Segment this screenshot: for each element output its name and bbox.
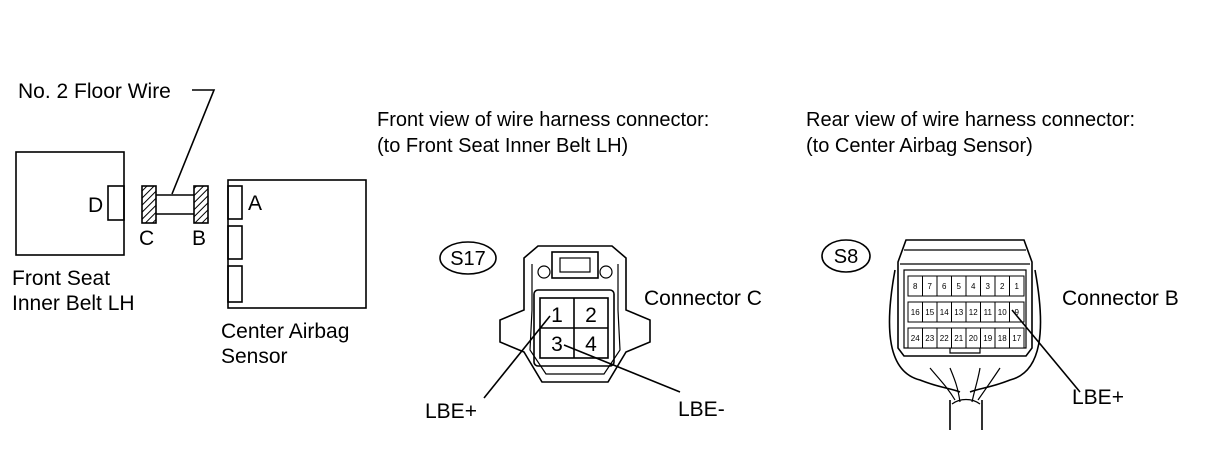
badge-s17-text: S17 [450,248,486,270]
label-a: A [248,192,262,215]
connector-c [141,185,157,224]
rear-pin-cell [1009,301,1025,323]
rear-pin-4: 4 [971,282,976,291]
lbe-plus-leader [483,315,551,399]
label-c: C [139,227,154,250]
rear-pin-5: 5 [957,282,962,291]
left-diagram: No. 2 Floor Wire D Front Seat Inner Belt… [12,80,367,368]
bundle-tail-cap [951,398,981,405]
rear-pin-7: 7 [928,282,933,291]
label-d: D [88,194,103,217]
rear-pin-9: 9 [1015,308,1020,317]
rear-pin-23: 23 [925,334,934,343]
front-seat-label-1: Front Seat [12,267,110,290]
bundle-wire-1 [929,367,956,401]
rear-pin-11: 11 [984,308,993,317]
rear-pin-17: 17 [1012,334,1021,343]
front-lbe-plus: LBE+ [425,400,477,423]
connector-c-lock-left [537,265,551,279]
connector-a-slot-1 [227,185,243,220]
rear-pin-14: 14 [940,308,949,317]
pin-2: 2 [585,304,597,327]
rear-pin-20: 20 [969,334,978,343]
badge-s8-text: S8 [834,246,858,268]
connector-a-slot-3 [227,265,243,303]
rear-pin-13: 13 [954,308,963,317]
floor-wire-leader [171,89,216,195]
connector-b-key [949,348,981,354]
rear-pin-19: 19 [983,334,992,343]
center-airbag-label-1: Center Airbag [221,320,349,343]
connector-c-latch-inner [559,257,591,273]
connector-c-lock-right [599,265,613,279]
connector-c-label: Connector C [644,287,762,310]
badge-s17 [439,241,497,275]
pin-3: 3 [551,333,563,356]
connector-a-slot-2 [227,225,243,260]
rear-pin-cell [1009,275,1025,297]
rear-pin-22: 22 [940,334,949,343]
bundle-wire-3 [971,367,981,403]
center-airbag-label-2: Sensor [221,345,288,368]
connector-b-label: Connector B [1062,287,1179,310]
rear-pin-12: 12 [969,308,978,317]
badge-s8 [821,239,871,273]
rear-pin-2: 2 [1000,282,1005,291]
rear-lbe-plus-leader [1011,309,1081,393]
connector-c-cavity [533,289,615,367]
rear-pin-8: 8 [913,282,918,291]
connector-c-inner-outline [529,264,621,375]
rear-lbe-plus: LBE+ [1072,386,1124,409]
bundle-tail [949,400,983,430]
rear-pin-cell [1009,327,1025,349]
front-view-title-2: (to Front Seat Inner Belt LH) [377,135,628,157]
rear-pin-21: 21 [954,334,963,343]
connector-d [107,185,125,221]
bundle-left [888,269,961,393]
rear-view-title-1: Rear view of wire harness connector: [806,109,1135,131]
connector-b [193,185,209,224]
bundle-right [969,269,1042,393]
rear-pin-1: 1 [1015,282,1020,291]
rear-pin-6: 6 [942,282,947,291]
bundle-wire-2 [949,367,961,403]
rear-pin-18: 18 [998,334,1007,343]
rear-view-title-2: (to Center Airbag Sensor) [806,135,1033,157]
front-seat-label-2: Inner Belt LH [12,292,135,315]
rear-view: Rear view of wire harness connector: (to… [806,109,1179,430]
lbe-minus-leader [563,344,681,393]
front-lbe-minus: LBE- [678,398,725,421]
connector-c-housing [499,245,651,383]
rear-pin-24: 24 [911,334,920,343]
pin-1: 1 [551,304,563,327]
rear-pin-10: 10 [998,308,1007,317]
rear-pin-16: 16 [911,308,920,317]
front-view-title-1: Front view of wire harness connector: [377,109,709,131]
bundle-wire-4 [977,367,1001,401]
rear-pin-15: 15 [925,308,934,317]
front-view: Front view of wire harness connector: (t… [377,109,762,423]
floor-wire-label: No. 2 Floor Wire [18,80,171,103]
pin-4: 4 [585,333,597,356]
label-b: B [192,227,206,250]
connector-c-latch [551,251,599,279]
connector-b-body [897,239,1033,357]
rear-pin-3: 3 [986,282,991,291]
